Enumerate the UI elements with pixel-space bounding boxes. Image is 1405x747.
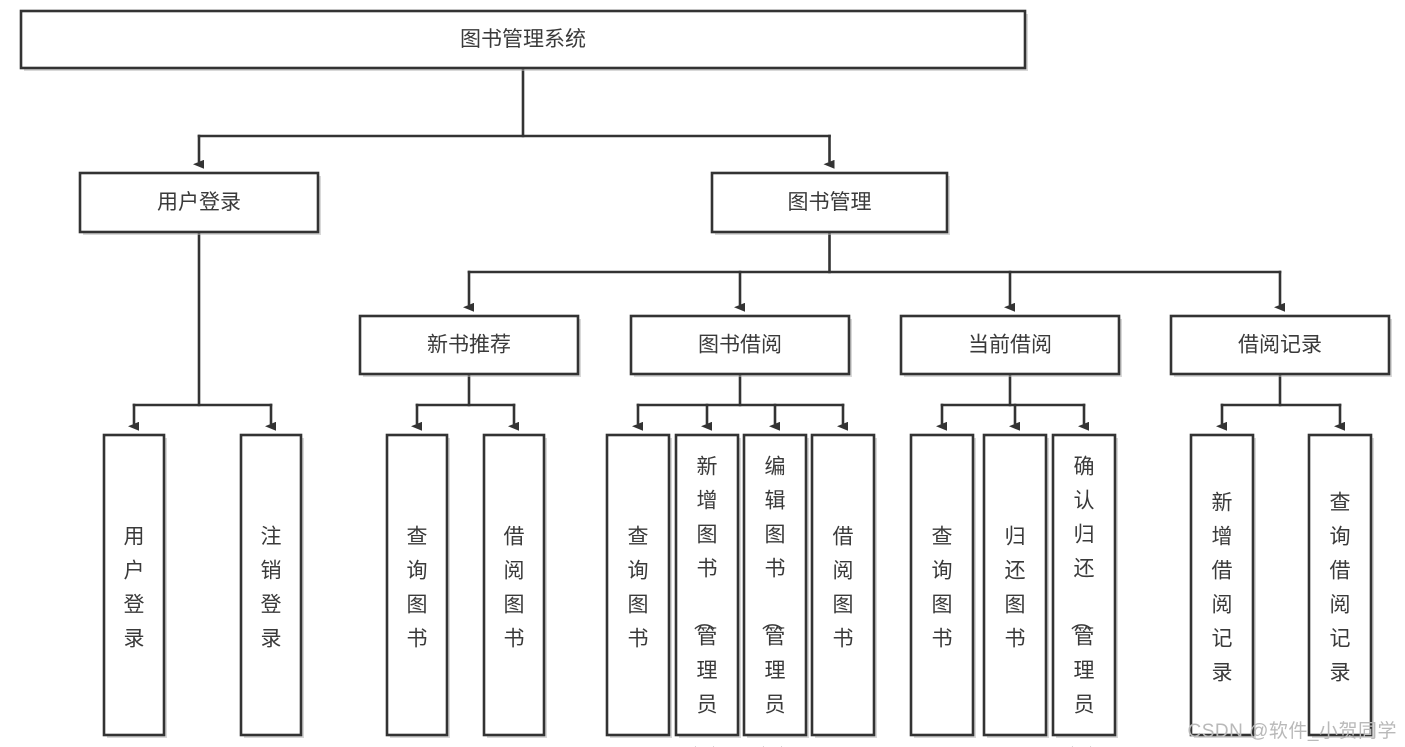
node-label-leaf-query-book-1: 查询图书 [407, 526, 428, 651]
node-leaf-query-record[interactable]: 查询借阅记录 [1307, 433, 1374, 738]
node-box-leaf-query-book-3[interactable] [909, 433, 975, 737]
node-box-leaf-add-record[interactable] [1189, 433, 1255, 737]
node-box-leaf-query-book-2[interactable] [605, 433, 671, 737]
node-box-leaf-borrow-book-2[interactable] [810, 433, 876, 737]
node-leaf-query-book-3[interactable]: 查询图书 [909, 433, 976, 738]
node-box-leaf-query-record[interactable] [1307, 433, 1373, 737]
node-label-leaf-query-book-3: 查询图书 [932, 526, 953, 651]
node-label-leaf-user-login: 用户登录 [124, 526, 145, 651]
node-box-leaf-user-login[interactable] [102, 433, 166, 737]
node-leaf-query-book-1[interactable]: 查询图书 [385, 433, 450, 738]
node-new-book-rec[interactable]: 新书推荐 [358, 314, 581, 377]
node-leaf-return-book[interactable]: 归还图书 [982, 433, 1049, 738]
node-leaf-edit-book[interactable]: 编辑图书（管理员） [742, 433, 809, 747]
node-label-leaf-confirm-return: 确认归还（管理员） [1069, 456, 1095, 747]
node-leaf-borrow-book-1[interactable]: 借阅图书 [482, 433, 547, 738]
node-user-login[interactable]: 用户登录 [78, 171, 321, 235]
node-box-leaf-return-book[interactable] [982, 433, 1048, 737]
node-box-leaf-logout[interactable] [239, 433, 303, 737]
node-label-leaf-return-book: 归还图书 [1005, 526, 1026, 651]
node-label-leaf-borrow-book-2: 借阅图书 [833, 526, 854, 651]
node-leaf-confirm-return[interactable]: 确认归还（管理员） [1051, 433, 1118, 747]
connector-group-current-borrow [936, 372, 1089, 431]
node-box-leaf-query-book-1[interactable] [385, 433, 449, 737]
node-label-root: 图书管理系统 [460, 28, 586, 51]
node-box-book-borrow[interactable] [629, 314, 851, 376]
node-label-leaf-add-book: 新增图书（管理员） [692, 456, 718, 747]
connector-group-new-book-rec [411, 372, 519, 431]
connector-group-root [193, 66, 835, 169]
node-leaf-borrow-book-2[interactable]: 借阅图书 [810, 433, 877, 738]
node-label-leaf-borrow-book-1: 借阅图书 [504, 526, 525, 651]
nodes-layer: 图书管理系统用户登录图书管理新书推荐图书借阅当前借阅借阅记录用户登录注销登录查询… [19, 9, 1392, 747]
node-box-leaf-add-book[interactable] [674, 433, 740, 737]
node-box-leaf-edit-book[interactable] [742, 433, 808, 737]
node-box-leaf-confirm-return[interactable] [1051, 433, 1117, 737]
node-box-current-borrow[interactable] [899, 314, 1121, 376]
node-borrow-record[interactable]: 借阅记录 [1169, 314, 1392, 377]
node-root[interactable]: 图书管理系统 [19, 9, 1028, 71]
node-box-new-book-rec[interactable] [358, 314, 580, 376]
node-book-manage[interactable]: 图书管理 [710, 171, 950, 235]
node-label-book-manage: 图书管理 [788, 191, 872, 214]
node-current-borrow[interactable]: 当前借阅 [899, 314, 1122, 377]
edges-layer [128, 66, 1345, 431]
node-label-leaf-add-record: 新增借阅记录 [1212, 492, 1233, 685]
node-box-borrow-record[interactable] [1169, 314, 1391, 376]
node-label-current-borrow: 当前借阅 [968, 334, 1052, 357]
connector-group-book-borrow [632, 372, 848, 431]
node-label-leaf-logout: 注销登录 [261, 526, 282, 651]
node-leaf-logout[interactable]: 注销登录 [239, 433, 304, 738]
node-label-new-book-rec: 新书推荐 [427, 334, 511, 357]
node-box-leaf-borrow-book-1[interactable] [482, 433, 546, 737]
connector-group-borrow-record [1216, 372, 1345, 431]
node-leaf-query-book-2[interactable]: 查询图书 [605, 433, 672, 738]
connector-group-book-manage [463, 230, 1285, 312]
node-leaf-user-login[interactable]: 用户登录 [102, 433, 167, 738]
node-label-leaf-query-book-2: 查询图书 [628, 526, 649, 651]
node-book-borrow[interactable]: 图书借阅 [629, 314, 852, 377]
node-leaf-add-book[interactable]: 新增图书（管理员） [674, 433, 741, 747]
node-box-user-login[interactable] [78, 171, 320, 234]
node-box-book-manage[interactable] [710, 171, 949, 234]
node-label-user-login: 用户登录 [157, 191, 241, 214]
node-label-book-borrow: 图书借阅 [698, 334, 782, 357]
node-label-leaf-query-record: 查询借阅记录 [1330, 492, 1351, 685]
watermark-credit: CSDN @软件_小贺同学 [1187, 721, 1397, 742]
node-label-borrow-record: 借阅记录 [1238, 334, 1322, 357]
connector-group-user-login [128, 230, 276, 431]
node-leaf-add-record[interactable]: 新增借阅记录 [1189, 433, 1256, 738]
node-box-root[interactable] [19, 9, 1027, 70]
node-label-leaf-edit-book: 编辑图书（管理员） [760, 456, 786, 747]
